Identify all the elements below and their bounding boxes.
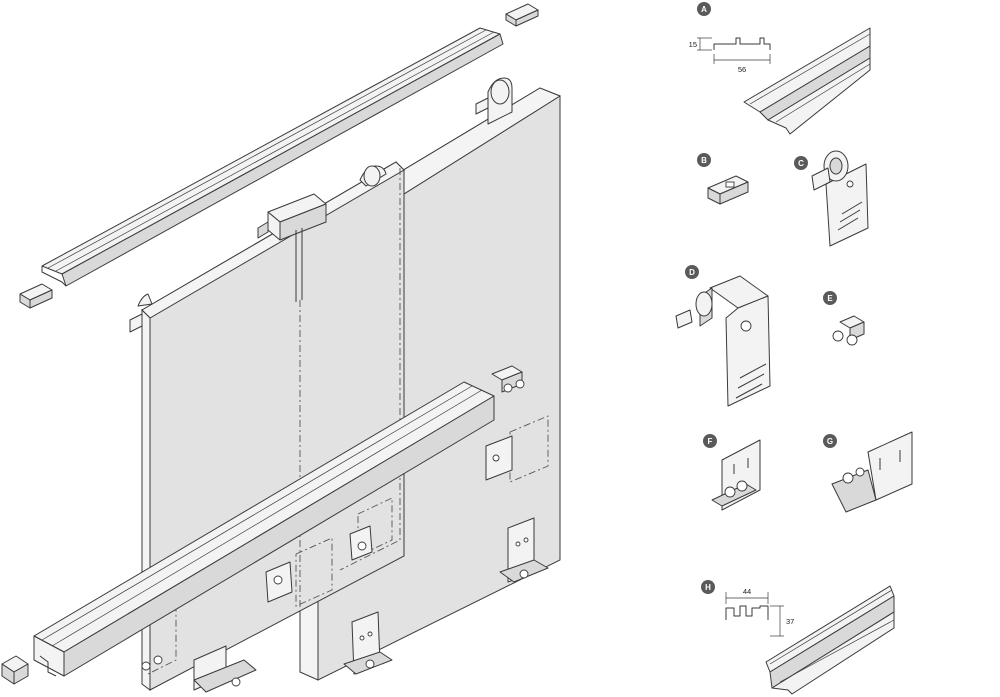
centre-bracket [257,193,327,302]
part-h: H 44 37 [701,580,895,695]
bottom-rail-end-stop [1,655,29,685]
part-d-bracket [675,275,771,407]
part-f: F [703,434,761,511]
front-roller-1 [129,293,153,333]
part-a-dim-width: 56 [738,65,746,74]
badge-f-label: F [708,437,713,446]
part-d: D [675,265,771,407]
badge-c-label: C [798,159,804,168]
rear-roller-c [475,77,513,125]
badge-c: C [794,156,808,170]
part-h-profile [725,592,784,637]
front-roller-2 [359,165,387,187]
top-rail-end-stop-left [19,283,53,309]
part-h-dim-width: 44 [743,587,751,596]
bottom-guide-front [193,645,257,693]
badge-b: B [697,153,711,167]
part-h-rail [765,585,895,695]
badge-a: A [697,2,711,16]
part-a-dim-height: 15 [689,40,697,49]
guide-f-floating [349,525,373,561]
part-a-profile [697,37,771,64]
part-f-guide [711,439,761,511]
top-rail [41,27,504,287]
badge-h-label: H [705,583,711,592]
badge-d: D [685,265,699,279]
hidden-edge-1 [339,168,401,571]
badge-b-label: B [701,156,707,165]
hidden-edge-5 [295,537,333,607]
bottom-guide-rear-right [499,517,549,583]
bottom-rail [33,381,495,677]
badge-g-label: G [827,437,833,446]
guide-floating-3 [141,655,163,671]
part-h-dim-height: 37 [786,617,794,626]
part-g: G [823,431,913,513]
part-g-guide [831,431,913,513]
part-e: E [823,291,865,346]
main-assembly [1,3,562,693]
badge-d-label: D [689,268,695,277]
part-a-rail [743,27,871,135]
guide-e-cluster [491,365,525,393]
guide-g-floating [485,435,513,481]
part-e-guide [832,315,865,346]
badge-g: G [823,434,837,448]
bottom-guide-rear-left [343,611,393,675]
part-b: B [697,153,749,205]
part-c: C [794,150,869,247]
part-a: A 15 56 [689,2,871,135]
badge-f: F [703,434,717,448]
part-b-end-stop [707,175,749,205]
badge-h: H [701,580,715,594]
badge-e: E [823,291,837,305]
badge-e-label: E [827,294,833,303]
badge-a-label: A [701,5,707,14]
part-c-roller-bracket [811,150,869,247]
guide-floating-2 [265,561,293,603]
top-rail-end-stop-right [505,3,539,27]
hidden-edge-6 [509,415,549,483]
